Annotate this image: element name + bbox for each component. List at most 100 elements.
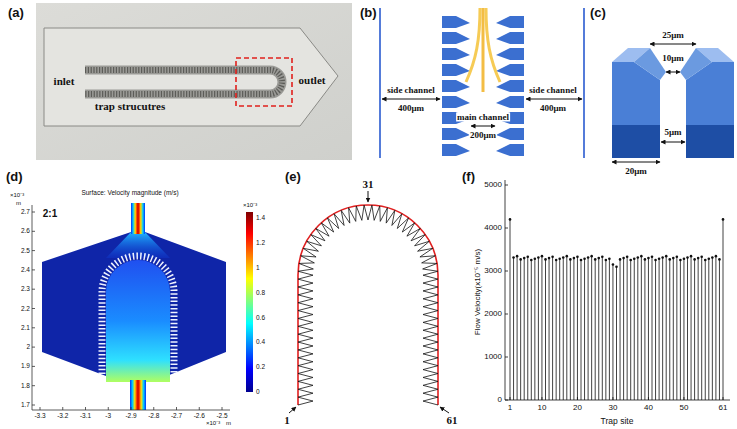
velocity-stem	[581, 260, 582, 400]
velocity-stem	[644, 259, 645, 400]
axis-tick-label: 2.1	[21, 325, 30, 332]
colorbar-tick-label: 0	[256, 389, 260, 396]
part-label: side channel	[528, 86, 577, 95]
velocity-stem	[584, 259, 585, 400]
stem-marker	[519, 258, 522, 261]
stem-marker	[708, 257, 711, 260]
trap-wedge	[442, 48, 470, 60]
axis-tick	[40, 407, 41, 410]
axis-tick	[505, 314, 508, 315]
velocity-stem	[527, 257, 528, 400]
axis-tick-label: -2.7	[171, 413, 182, 420]
stem-marker	[541, 255, 544, 258]
stem-marker	[573, 257, 576, 260]
axis-tick-label: 40	[644, 404, 653, 412]
axis-tick-label: -2.6	[194, 413, 205, 420]
stem-marker	[700, 256, 703, 259]
velocity-stem	[549, 258, 550, 400]
trap-wedge	[442, 144, 470, 156]
stem-marker	[647, 257, 650, 260]
axis-tick-label: 2.5	[21, 247, 30, 254]
velocity-stem	[666, 256, 667, 400]
axis-tick-label: 2.2	[21, 305, 30, 312]
axis-title: Trap site	[601, 417, 634, 426]
stem-marker	[658, 257, 661, 260]
stem-marker	[626, 256, 629, 259]
stem-marker	[633, 257, 636, 260]
axis-tick	[505, 271, 508, 272]
trap-teeth	[298, 205, 438, 405]
stem-marker	[640, 255, 643, 258]
stem-marker	[597, 257, 600, 260]
velocity-stem	[573, 258, 574, 400]
velocity-stem	[570, 259, 571, 400]
part-label: main channel	[456, 113, 510, 122]
axis-tick-label: 2.7	[21, 209, 30, 216]
velocity-stem	[545, 259, 546, 400]
stem-marker	[566, 255, 569, 258]
axis-tick-label: 2	[26, 344, 30, 351]
axis-tick-label: -2.8	[148, 413, 159, 420]
velocity-stem	[620, 259, 621, 400]
axis-tick	[648, 397, 649, 400]
colorbar-tick-label: 1.4	[256, 215, 265, 222]
colorbar-tick-label: 0.8	[256, 289, 265, 296]
trap-wedge	[496, 32, 524, 44]
velocity-stem	[559, 259, 560, 400]
velocity-stem	[598, 258, 599, 400]
axis-tick-label: 10	[537, 404, 546, 412]
velocity-stem	[687, 257, 688, 400]
stem-marker	[555, 259, 558, 262]
axis-tick-label: 30	[608, 404, 617, 412]
plot-title: Surface: Velocity magnitude (m/s)	[81, 190, 178, 197]
stem-marker	[718, 258, 721, 261]
stem-marker	[526, 256, 529, 259]
stem-marker	[668, 258, 671, 261]
stem-marker	[661, 256, 664, 259]
velocity-stem	[563, 257, 564, 400]
velocity-stem	[655, 260, 656, 400]
trap-3d-model	[612, 44, 734, 162]
axis-tick-label: 4000	[484, 224, 502, 232]
axis-tick-label: 0	[498, 396, 502, 404]
velocity-stem	[715, 256, 716, 400]
stem-marker	[587, 256, 590, 259]
stem-marker	[562, 256, 565, 259]
part-label: inlet	[54, 76, 75, 87]
stem-marker	[590, 255, 593, 258]
axis-tick	[222, 407, 223, 410]
stem-marker	[651, 256, 654, 259]
callout-number: 31	[363, 179, 374, 190]
trap-wedge	[496, 96, 524, 108]
panel-label: (e)	[285, 170, 301, 183]
axis-unit: ×10⁻³	[10, 192, 24, 198]
stem-marker	[615, 265, 618, 268]
stem-marker	[580, 259, 583, 262]
velocity-stem	[659, 259, 660, 400]
axis-tick	[62, 407, 63, 410]
velocity-stem	[538, 257, 539, 400]
trap-array-outline	[289, 191, 449, 413]
velocity-stem	[595, 259, 596, 400]
velocity-stem	[552, 257, 553, 400]
axis-tick	[32, 405, 35, 406]
stem-marker	[608, 257, 611, 260]
dimension-label: 5μm	[663, 128, 682, 137]
dimension-label: 200μm	[469, 131, 497, 140]
axis-tick	[510, 397, 511, 400]
stem-marker	[594, 258, 597, 261]
axis-unit: m	[226, 420, 231, 426]
stem-marker	[601, 256, 604, 259]
stem-marker	[530, 259, 533, 262]
part-label: outlet	[299, 75, 326, 86]
panel-label: (f)	[462, 170, 475, 183]
velocity-stem	[513, 257, 514, 400]
velocity-stem	[712, 257, 713, 400]
velocity-stem	[517, 256, 518, 400]
velocity-stem	[616, 267, 617, 400]
callout-number: 61	[447, 415, 458, 426]
stem-marker	[534, 257, 537, 260]
velocity-stem	[662, 257, 663, 400]
colorbar-unit: ×10⁻³	[243, 202, 257, 208]
